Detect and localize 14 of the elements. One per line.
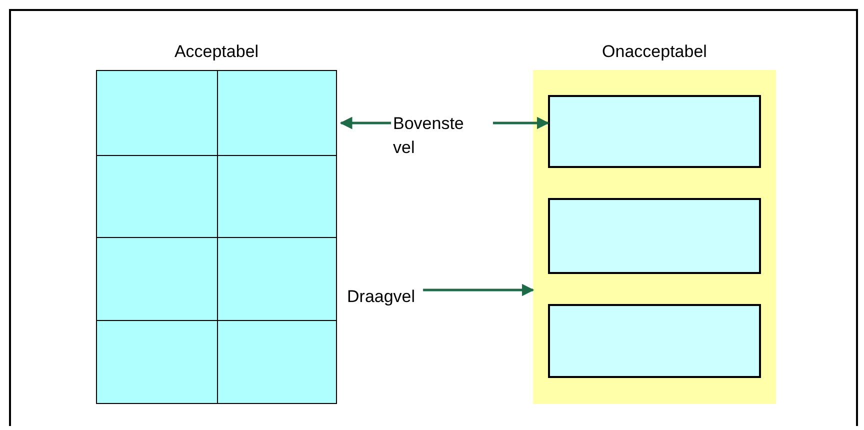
- label-cell: [96, 70, 218, 156]
- sheet-heading: Acceptabel: [173, 42, 260, 62]
- label: [548, 198, 761, 274]
- callout-text: Bovenste vel: [393, 112, 485, 160]
- arrow: [423, 284, 534, 296]
- label: [548, 95, 761, 168]
- arrow: [493, 116, 550, 130]
- label-cell: [217, 70, 337, 156]
- sheet-heading: Onacceptabel: [601, 42, 708, 62]
- label-cell: [96, 320, 218, 404]
- label: [548, 304, 761, 378]
- label-cell: [217, 320, 337, 404]
- callout-text: Draagvel: [347, 285, 416, 309]
- arrow: [340, 116, 391, 130]
